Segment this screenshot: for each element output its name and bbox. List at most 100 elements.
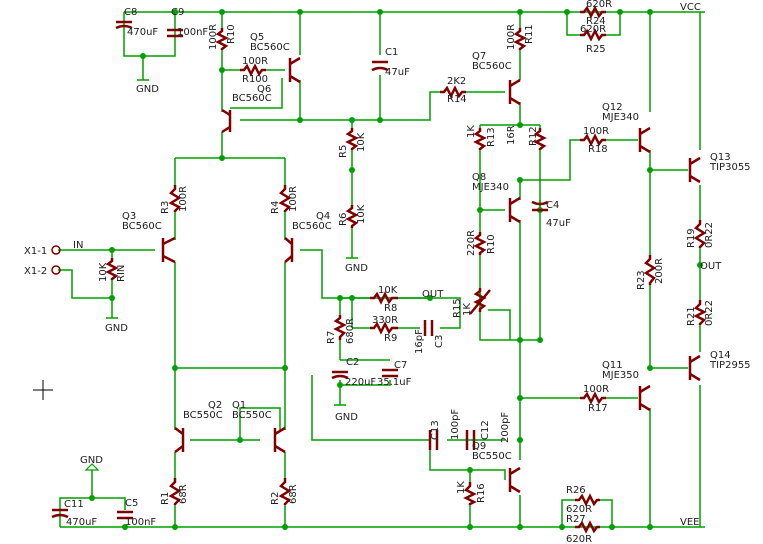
label-q3-type: BC560C (122, 221, 162, 232)
resistor-r17 (580, 391, 606, 405)
label-r24-value: 620R (586, 0, 612, 10)
label-q12-type: MJE340 (602, 112, 639, 123)
label-gnd-in: GND (105, 323, 128, 334)
label-c2: C2 (346, 357, 359, 368)
label-r2-value: 68R (288, 484, 299, 504)
label-q14-type: TIP2955 (709, 360, 751, 371)
resistor-r13 (473, 128, 487, 150)
net-in: IN (73, 240, 83, 251)
label-c7: C7 (394, 360, 407, 371)
resistor-r26 (575, 493, 600, 507)
label-c8: C8 (124, 7, 137, 18)
label-r21: R21 (686, 306, 697, 326)
resistor-r5 (345, 128, 359, 150)
capacitors (51, 20, 549, 520)
transistors (161, 56, 701, 494)
label-c4-value: 47uF (546, 218, 571, 229)
label-r4: R4 (270, 201, 281, 214)
resistor-r24 (580, 5, 606, 19)
resistor-r16 (463, 482, 477, 506)
label-r25: R25 (586, 44, 606, 55)
label-q7-type: BC560C (472, 61, 512, 72)
net-x1-1: X1-1 (24, 246, 47, 257)
resistor-r8 (370, 291, 398, 305)
label-r7: R7 (326, 331, 337, 344)
label-c8-value: 470uF (127, 27, 158, 38)
label-r1: R1 (160, 492, 171, 505)
label-r19-value: 0R22 (704, 222, 715, 248)
label-r19: R19 (686, 228, 697, 248)
label-q11-type: MJE350 (602, 370, 639, 381)
label-c3-value: 16pF (414, 329, 425, 354)
label-c5-value: 100nF (125, 517, 156, 528)
net-vcc: VCC (680, 2, 701, 13)
label-q2-type: BC550C (183, 410, 223, 421)
label-r3: R3 (160, 201, 171, 214)
resistor-r12 (533, 128, 547, 150)
label-r2: R2 (270, 492, 281, 505)
label-r4-value: 100R (288, 186, 299, 212)
resistor-r25 (580, 28, 606, 42)
resistor-r14 (440, 85, 466, 99)
resistor-r7 (333, 315, 347, 340)
junctions (89, 9, 703, 530)
resistor-r23 (643, 255, 657, 285)
label-r100-value: 100R (242, 56, 268, 67)
label-r6-value: 10K (356, 204, 367, 224)
symbols (33, 79, 358, 471)
label-r27-value: 620R (566, 534, 592, 544)
wires (58, 11, 705, 528)
resistor-r19 (693, 220, 707, 248)
label-r26: R26 (566, 485, 586, 496)
label-r27: R27 (566, 514, 586, 525)
label-r24: R24 (586, 16, 606, 27)
label-c4: C4 (546, 200, 559, 211)
label-c13: C13 (430, 420, 441, 440)
label-q3: Q3 (122, 211, 136, 222)
label-r16: R16 (476, 483, 487, 503)
label-r15-value: 1K (462, 303, 473, 316)
label-r11-value: 100R (506, 24, 517, 50)
label-r10-top-value: 100R (208, 24, 219, 50)
label-r5-value: 10K (356, 132, 367, 152)
label-rin-value: 10K (98, 262, 109, 282)
label-q2: Q2 (208, 400, 222, 411)
label-q6: Q6 (257, 84, 271, 95)
resistor-r2 (278, 478, 292, 505)
label-r26-value: 620R (566, 504, 592, 515)
label-r9-value: 330R (372, 315, 398, 326)
trimmer-arrow (469, 289, 491, 315)
label-c1-value: 47uF (385, 67, 410, 78)
resistor-r4 (278, 185, 292, 212)
label-r9: R9 (384, 333, 397, 344)
label-gnd-top: GND (136, 84, 159, 95)
label-r8-value: 10K (378, 285, 398, 296)
resistors (105, 5, 707, 534)
label-r10-top: R10 (226, 24, 237, 44)
trimmer-r15 (473, 288, 487, 312)
gnd-triangle-icon (84, 463, 100, 471)
label-r25-value: 620R (580, 24, 606, 35)
labels: C8 470uF C9 100nF GND 100R R10 Q5 BC560C… (24, 0, 751, 544)
label-c2-value: 220uF (345, 377, 376, 388)
resistor-r9 (370, 321, 398, 335)
label-q9: Q9 (472, 441, 486, 452)
label-c9: C9 (171, 7, 184, 18)
net-vee: VEE (680, 517, 699, 528)
label-c12: C12 (480, 420, 491, 440)
label-q9-type: BC550C (472, 451, 512, 462)
label-q8: Q8 (472, 172, 486, 183)
label-r23-value: 200R (654, 258, 665, 284)
resistor-r27 (575, 520, 600, 534)
label-r23: R23 (636, 270, 647, 290)
label-c7-value: 35.1uF (377, 377, 412, 388)
label-r3-value: 100R (178, 186, 189, 212)
label-r7-value: 680R (345, 318, 356, 344)
resistor-r6 (345, 205, 359, 228)
label-r6: R6 (338, 213, 349, 226)
label-q4-type: BC560C (292, 221, 332, 232)
label-rin: RIN (116, 265, 127, 282)
label-r17-value: 100R (583, 384, 609, 395)
label-gnd-bottom: GND (80, 455, 103, 466)
